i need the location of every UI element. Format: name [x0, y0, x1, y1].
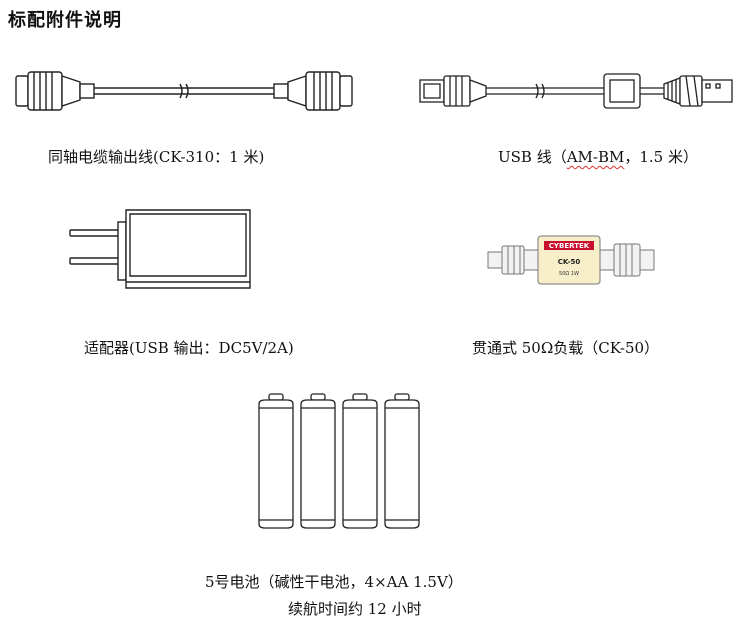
- page-title: 标配附件说明: [8, 10, 122, 31]
- load-terminator-illustration: CYBERTEK CK-50 50Ω 1W: [487, 235, 655, 285]
- battery-caption-line1: 5号电池（碱性干电池，4×AA 1.5V）: [205, 573, 463, 591]
- usb-cable-caption: USB 线（AM-BM，1.5 米）: [498, 146, 698, 167]
- coax-cable-illustration: [15, 71, 353, 111]
- usb-caption-model: AM-BM: [566, 148, 625, 166]
- coax-cable-caption: 同轴电缆输出线(CK-310：1 米): [48, 148, 265, 166]
- adapter-caption: 适配器(USB 输出：DC5V/2A): [84, 339, 294, 357]
- load-caption: 贯通式 50Ω负载（CK-50）: [472, 339, 660, 357]
- load-model-label: CK-50: [558, 258, 581, 266]
- usb-caption-suffix: ，1.5 米）: [624, 148, 698, 166]
- usb-cable-illustration: [419, 73, 733, 109]
- load-brand-label: CYBERTEK: [549, 242, 590, 250]
- battery-caption-line2: 续航时间约 12 小时: [288, 600, 422, 618]
- load-spec-label: 50Ω 1W: [559, 271, 579, 277]
- usb-caption-prefix: USB 线（: [498, 148, 567, 166]
- batteries-illustration: [258, 393, 420, 529]
- power-adapter-illustration: [69, 209, 251, 289]
